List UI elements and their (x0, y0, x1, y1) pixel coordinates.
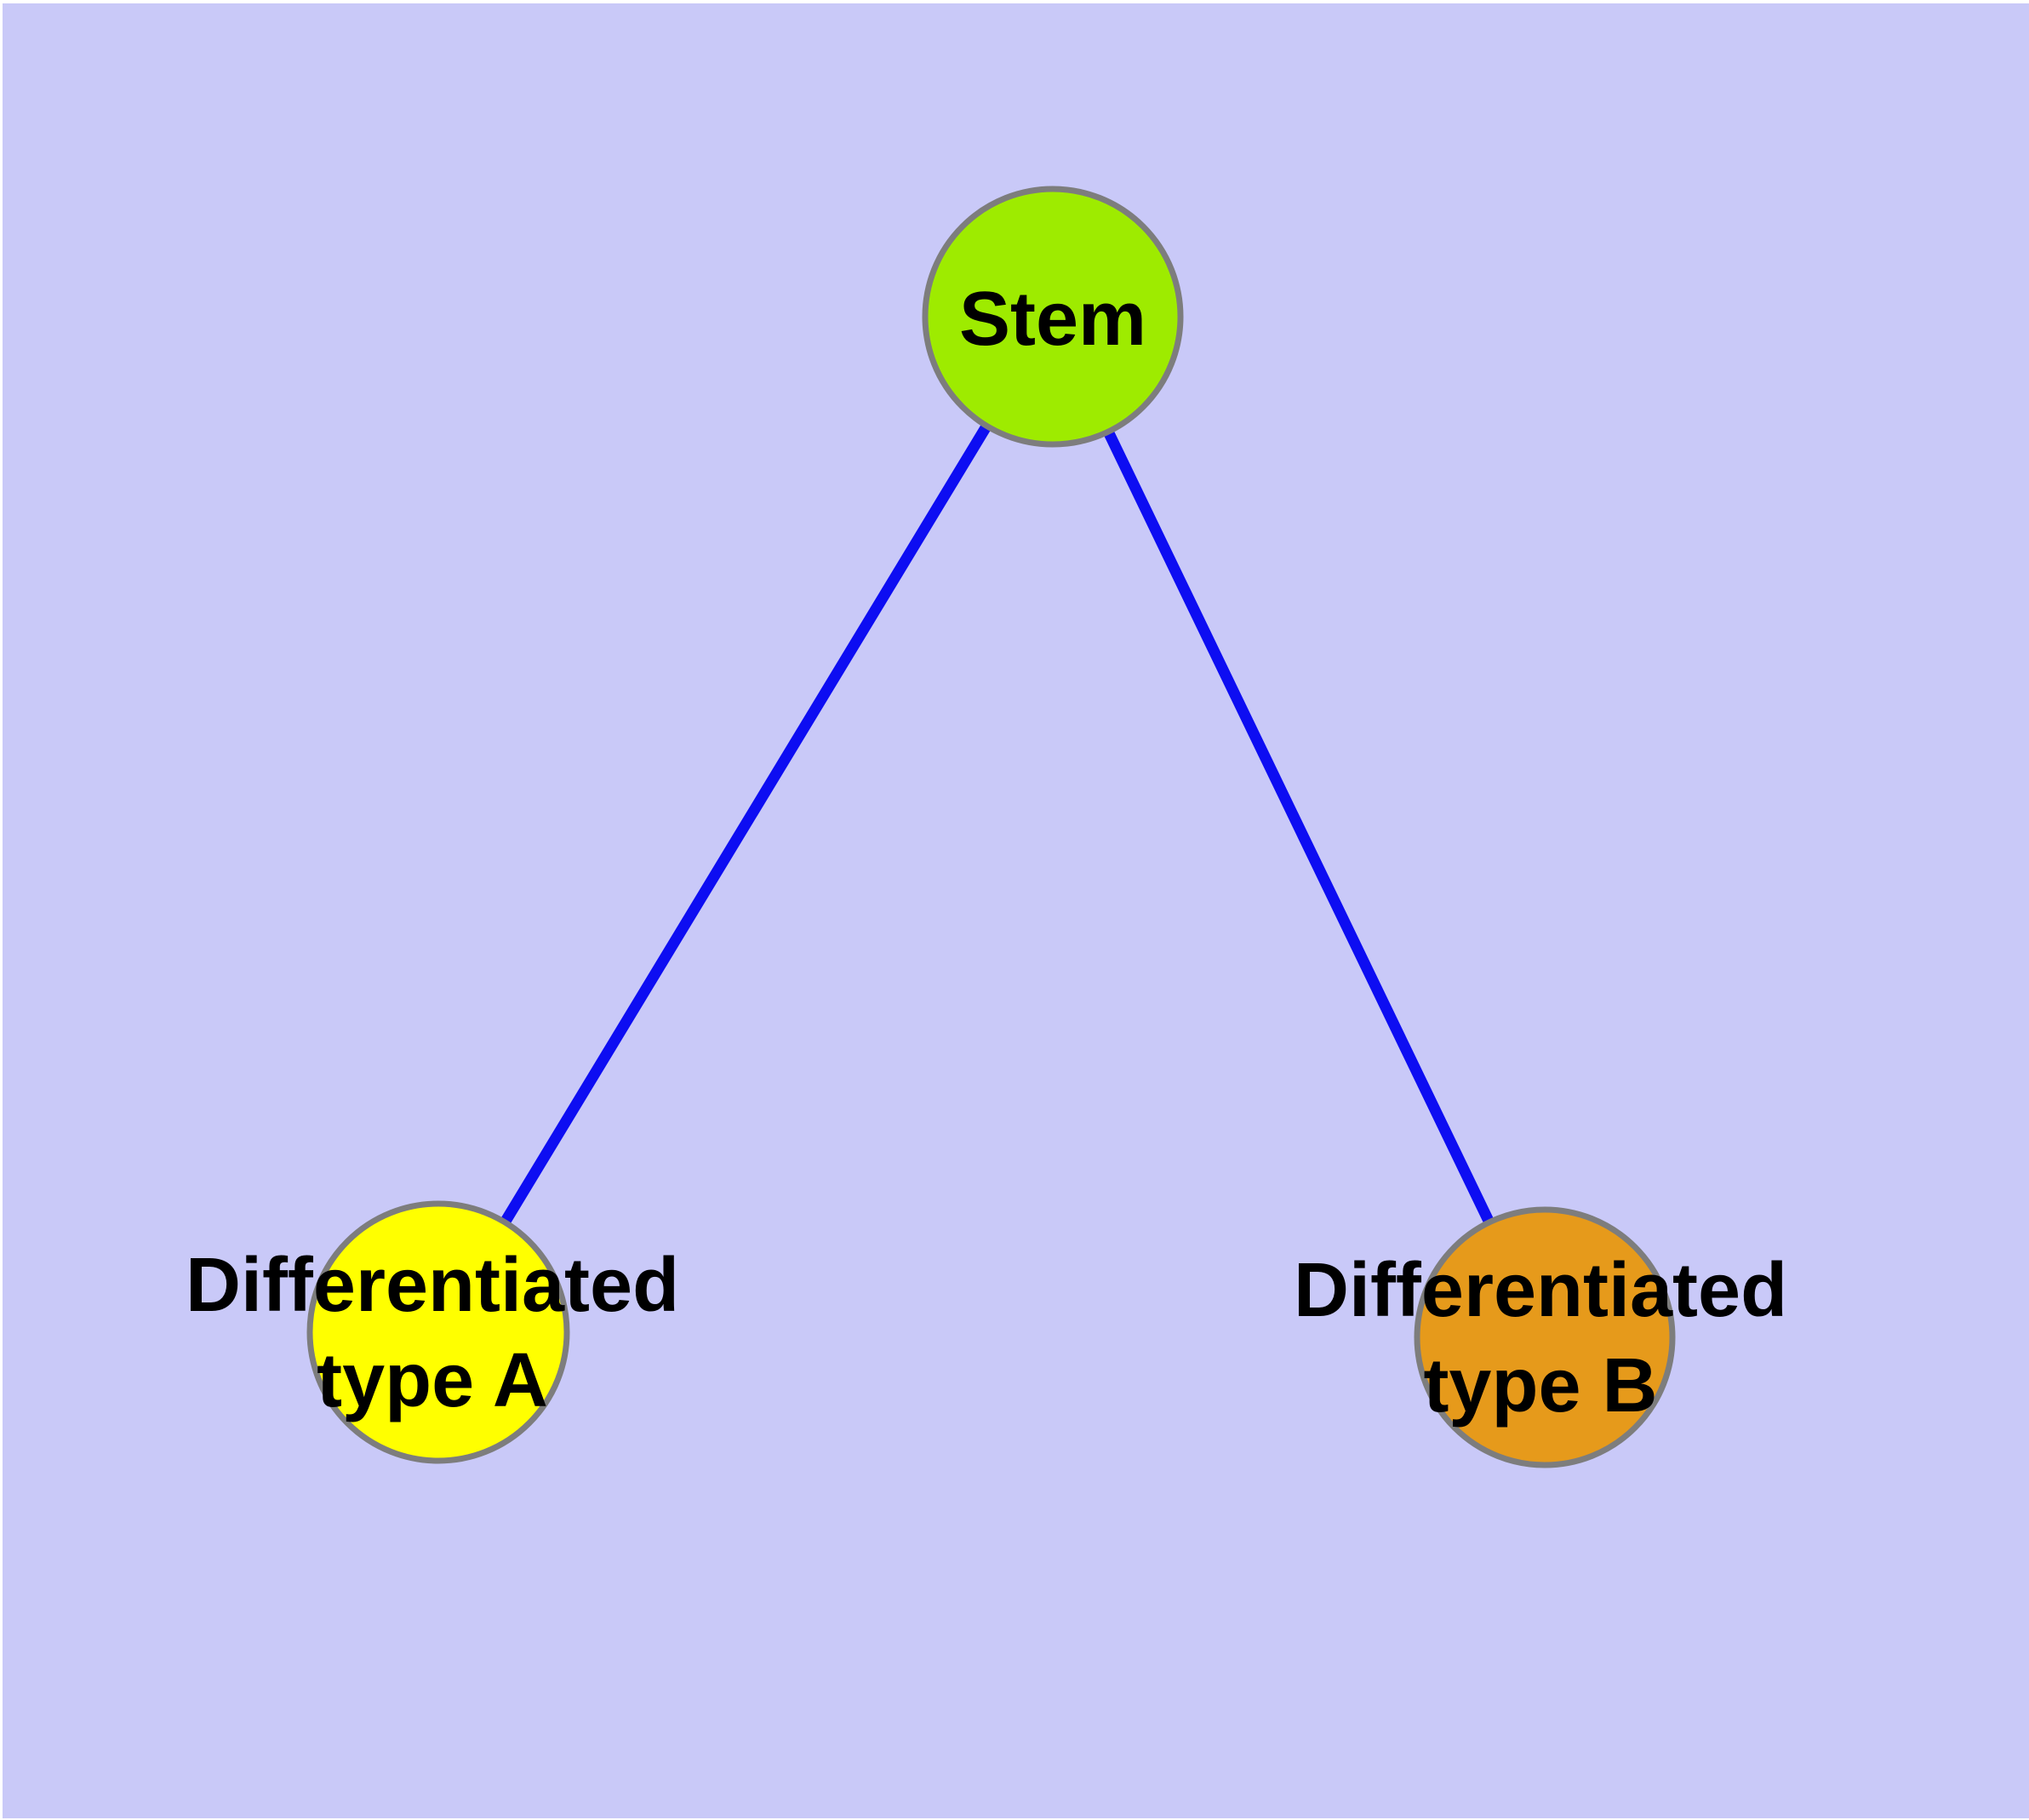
node-type-a-label: Differentiated type A (185, 1243, 680, 1423)
edge-stem-to-type-a (433, 313, 1058, 1336)
node-type-b-label: Differentiated type B (1293, 1248, 1788, 1428)
node-stem-circle (922, 186, 1184, 448)
edge-stem-to-type-b (1048, 314, 1550, 1340)
node-type-a-circle (306, 1200, 570, 1464)
node-type-b-circle (1414, 1206, 1676, 1468)
node-stem-label: Stem (958, 277, 1147, 362)
